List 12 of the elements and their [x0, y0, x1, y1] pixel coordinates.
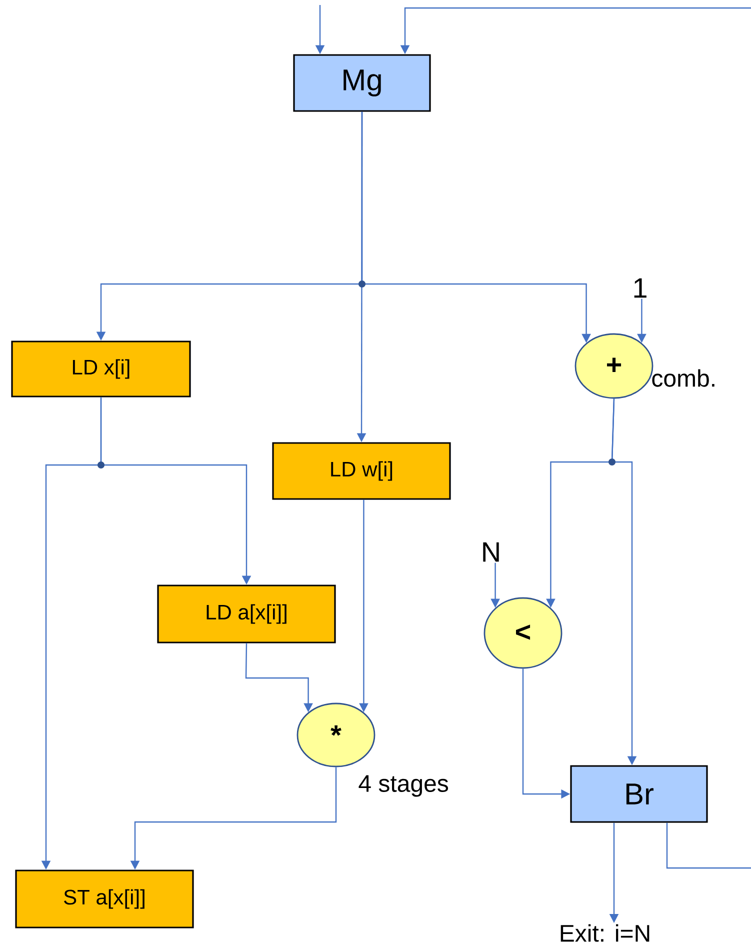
- process-box: Mg: [293, 54, 431, 112]
- exit-label: Exit: i=N: [560, 924, 650, 942]
- connector-line: [666, 822, 751, 869]
- process-box: LD a[x[i]]: [157, 584, 336, 644]
- process-box: ST a[x[i]]: [15, 870, 194, 928]
- process-box: Br: [570, 765, 708, 823]
- input-label: 1: [634, 278, 646, 298]
- annotation-text: 4 stages: [358, 775, 448, 797]
- process-box: LD x[i]: [11, 340, 191, 398]
- annotation-text: comb.: [652, 369, 714, 387]
- process-box: LD w[i]: [272, 442, 451, 500]
- input-label: N: [483, 542, 499, 562]
